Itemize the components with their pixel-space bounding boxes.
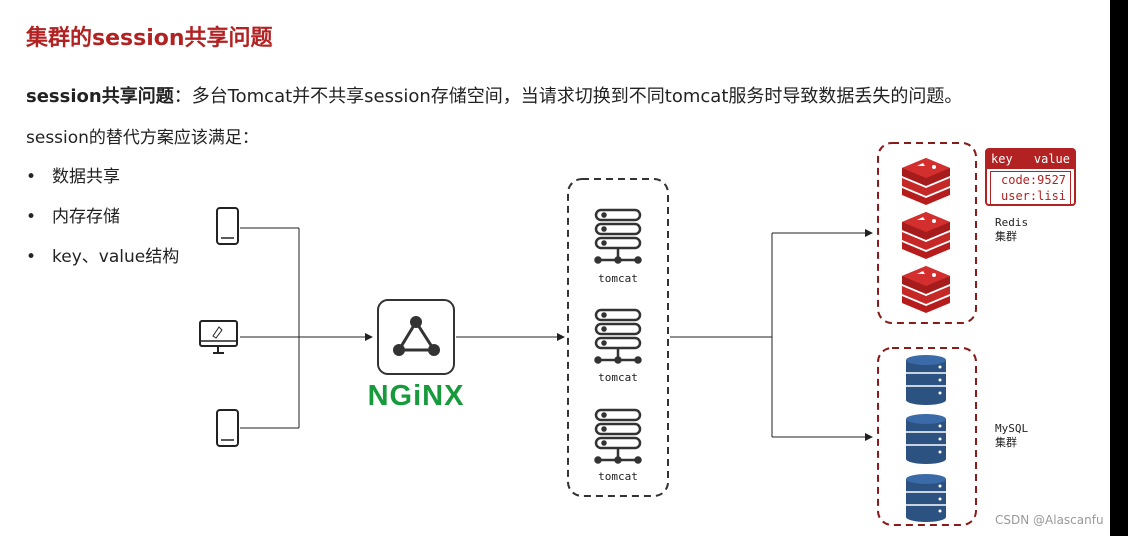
client-connectors xyxy=(240,227,373,429)
database-icon xyxy=(906,474,946,522)
tomcat-label: tomcat xyxy=(598,272,638,285)
storage-connectors xyxy=(670,229,873,441)
redis-icon xyxy=(902,212,950,259)
watermark: CSDN @Alascanfu xyxy=(995,513,1104,527)
tomcat-server-icon xyxy=(594,208,642,264)
desktop-icon xyxy=(199,320,238,354)
tomcat-cluster-border xyxy=(567,178,669,497)
nginx-label: NGiNX xyxy=(368,380,465,412)
bullet-item: • 内存存储 xyxy=(26,202,120,227)
redis-label-line: Redis xyxy=(995,216,1029,229)
window-edge xyxy=(1110,0,1128,536)
mysql-label-line: 集群 xyxy=(995,436,1017,449)
nginx-icon xyxy=(377,299,455,375)
bullet-dot: • xyxy=(26,167,37,187)
tomcat-server-icon xyxy=(594,408,642,464)
database-icon xyxy=(906,355,946,405)
redis-icon xyxy=(902,266,950,313)
redis-cluster-border xyxy=(877,142,977,324)
tomcat-label: tomcat xyxy=(598,371,638,384)
key-value-body: code:9527 user:lisi xyxy=(990,171,1071,205)
problem-text: ：多台Tomcat并不共享session存储空间，当请求切换到不同tomcat服… xyxy=(173,86,963,107)
key-header: key xyxy=(991,152,1013,166)
redis-label-line: 集群 xyxy=(995,230,1017,243)
kv-row: user:lisi xyxy=(1001,189,1067,203)
kv-row: code:9527 xyxy=(1001,173,1067,187)
problem-statement: session共享问题：多台Tomcat并不共享session存储空间，当请求切… xyxy=(26,82,962,108)
key-value-box: key value code:9527 user:lisi xyxy=(985,148,1076,206)
bullet-text: 数据共享 xyxy=(52,167,120,187)
redis-cluster-label: Redis 集群 xyxy=(995,216,1028,244)
bullet-item: • key、value结构 xyxy=(26,242,179,267)
bullet-dot: • xyxy=(26,207,37,227)
mysql-label-line: MySQL xyxy=(995,422,1029,435)
phone-icon xyxy=(216,207,239,245)
slide-title: 集群的session共享问题 xyxy=(26,26,273,51)
key-value-header: key value xyxy=(987,150,1074,169)
database-icon xyxy=(906,414,946,464)
phone-icon xyxy=(216,409,239,447)
bullet-text: key、value结构 xyxy=(52,247,180,267)
requirement-text: session的替代方案应该满足： xyxy=(26,128,259,148)
problem-label: session共享问题 xyxy=(26,86,174,107)
value-header: value xyxy=(1033,152,1070,166)
bullet-text: 内存存储 xyxy=(52,207,120,227)
redis-icon xyxy=(902,158,950,205)
tomcat-server-icon xyxy=(594,308,642,364)
tomcat-label: tomcat xyxy=(598,470,638,483)
bullet-item: • 数据共享 xyxy=(26,162,120,187)
bullet-dot: • xyxy=(26,247,37,267)
mysql-cluster-label: MySQL 集群 xyxy=(995,422,1028,450)
